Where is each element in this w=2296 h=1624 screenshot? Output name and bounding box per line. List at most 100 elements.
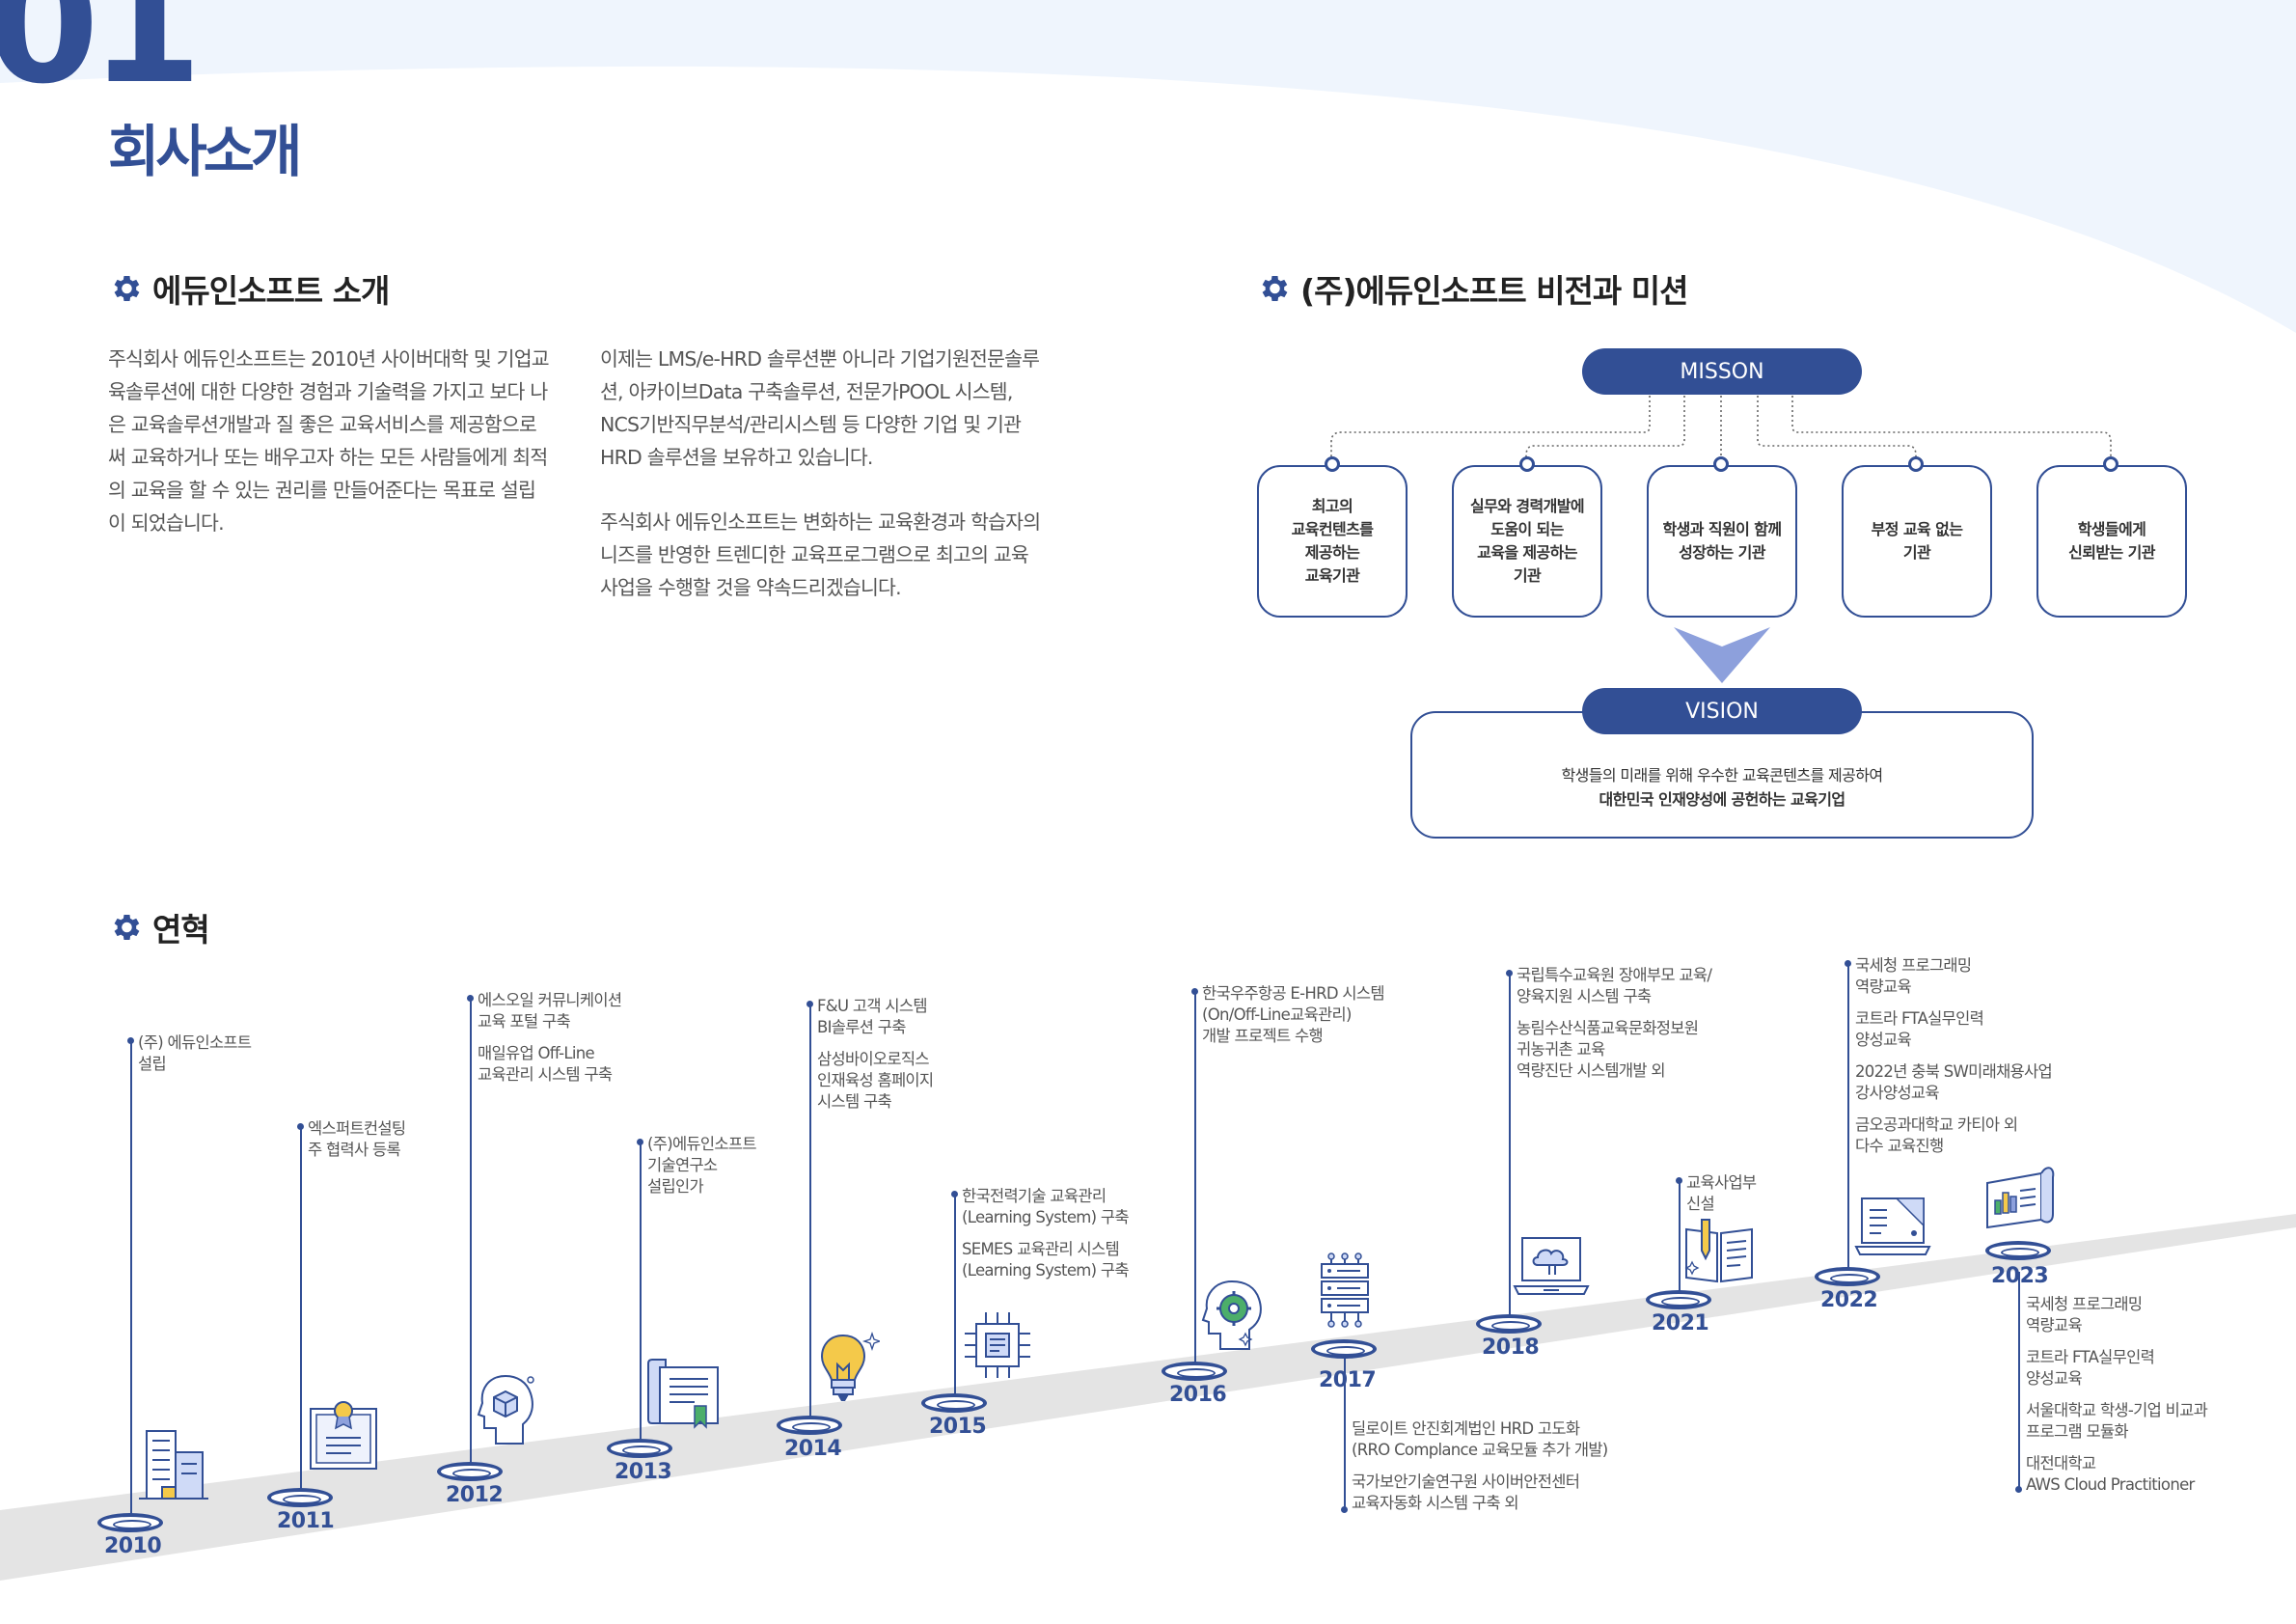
vision-label: VISION bbox=[1582, 688, 1862, 734]
document-ribbon-icon bbox=[646, 1356, 724, 1433]
mission-connector-dot bbox=[2103, 456, 2118, 472]
mission-item: 부정 교육 없는 기관 bbox=[1842, 465, 1992, 618]
mission-item: 학생과 직원이 함께 성장하는 기관 bbox=[1647, 465, 1797, 618]
timeline-marker bbox=[1985, 1241, 2051, 1260]
timeline-events-2021: 교육사업부 신설 bbox=[1686, 1172, 1757, 1225]
timeline-stem bbox=[1194, 991, 1196, 1367]
timeline-path bbox=[0, 1214, 2296, 1581]
event-text: 딜로이트 안진회계법인 HRD 고도화 (RRO Complance 교육모듈 … bbox=[1352, 1419, 1608, 1459]
timeline-marker bbox=[1476, 1314, 1542, 1334]
event-text: 금오공과대학교 카티아 외 다수 교육진행 bbox=[1855, 1115, 2018, 1155]
year-label: 2022 bbox=[1820, 1288, 1878, 1312]
timeline-marker bbox=[777, 1416, 842, 1435]
year-label: 2010 bbox=[104, 1534, 162, 1558]
event-text: 국립특수교육원 장애부모 교육/ 양육지원 시스템 구축 bbox=[1517, 966, 1712, 1005]
year-label: 2016 bbox=[1169, 1383, 1227, 1407]
timeline-events-2013: (주)에듀인소프트 기술연구소 설립인가 bbox=[647, 1134, 757, 1208]
chart-board-icon bbox=[1983, 1160, 2057, 1231]
year-label: 2018 bbox=[1482, 1335, 1540, 1360]
timeline-dot bbox=[1845, 960, 1851, 967]
gear-icon bbox=[1262, 275, 1288, 302]
timeline-stem bbox=[640, 1142, 642, 1450]
timeline-dot bbox=[127, 1037, 134, 1044]
event-text: 엑스퍼트컨설팅 주 협력사 등록 bbox=[308, 1119, 406, 1159]
timeline-events-2017: 딜로이트 안진회계법인 HRD 고도화 (RRO Complance 교육모듈 … bbox=[1352, 1418, 1608, 1525]
timeline-dot bbox=[806, 1001, 813, 1007]
timeline-events-2016: 한국우주항공 E-HRD 시스템 (On/Off-Line교육관리) 개발 프로… bbox=[1202, 983, 1385, 1058]
mission-item: 학생들에게 신뢰받는 기관 bbox=[2036, 465, 2187, 618]
timeline-stem bbox=[470, 998, 472, 1473]
event-text: 코트라 FTA실무인력 양성교육 bbox=[2026, 1348, 2155, 1388]
intro-paragraph-3: 주식회사 에듀인소프트는 변화하는 교육환경과 학습자의 니즈를 반영한 트렌디… bbox=[600, 510, 1041, 599]
timeline-marker bbox=[437, 1462, 503, 1481]
timeline-marker bbox=[607, 1439, 672, 1458]
page-title: 회사소개 bbox=[108, 119, 302, 184]
mission-connector-dot bbox=[1519, 456, 1535, 472]
timeline-stem bbox=[1679, 1180, 1681, 1302]
vision-heading: (주)에듀인소프트 비전과 미션 bbox=[1256, 265, 1688, 312]
timeline-dot bbox=[1341, 1506, 1348, 1513]
timeline-dot bbox=[467, 995, 474, 1002]
timeline-stem bbox=[1847, 963, 1849, 1278]
timeline-events-2010: (주) 에듀인소프트 설립 bbox=[138, 1032, 252, 1086]
event-text: 국세청 프로그래밍 역량교육 bbox=[1855, 956, 1972, 996]
intro-paragraph-2: 이제는 LMS/e-HRD 솔루션뿐 아니라 기업기원전문솔루션, 아카이브Da… bbox=[600, 347, 1040, 469]
head-gear-icon bbox=[1201, 1276, 1269, 1353]
vision-statement-line1: 학생들의 미래를 위해 우수한 교육콘텐츠를 제공하여 bbox=[1561, 766, 1883, 784]
intro-heading-text: 에듀인소프트 소개 bbox=[152, 272, 390, 310]
event-text: 삼성바이오로직스 인재육성 홈페이지 시스템 구축 bbox=[817, 1050, 934, 1111]
timeline-marker bbox=[1162, 1362, 1227, 1381]
year-label: 2013 bbox=[615, 1460, 672, 1484]
event-text: (주) 에듀인소프트 설립 bbox=[138, 1033, 252, 1073]
event-text: 국가보안기술연구원 사이버안전센터 교육자동화 시스템 구축 외 bbox=[1352, 1473, 1580, 1512]
event-text: 서울대학교 학생-기업 비교과 프로그램 모듈화 bbox=[2026, 1401, 2208, 1441]
intro-paragraph-1: 주식회사 에듀인소프트는 2010년 사이버대학 및 기업교육솔루션에 대한 다… bbox=[108, 347, 550, 535]
building-icon bbox=[137, 1423, 210, 1500]
timeline-stem bbox=[2018, 1272, 2020, 1490]
head-cube-icon bbox=[477, 1370, 534, 1447]
mission-label: MISSON bbox=[1582, 348, 1862, 395]
year-label: 2017 bbox=[1319, 1368, 1377, 1392]
laptop-icon bbox=[1854, 1193, 1931, 1260]
event-text: F&U 고객 시스템 BI솔루션 구축 bbox=[817, 997, 928, 1036]
timeline-stem bbox=[300, 1126, 302, 1499]
event-text: 한국전력기술 교육관리 (Learning System) 구축 bbox=[962, 1187, 1130, 1226]
gear-icon bbox=[114, 275, 140, 302]
timeline-dot bbox=[2015, 1486, 2022, 1493]
event-text: 에스오일 커뮤니케이션 교육 포털 구축 bbox=[478, 991, 622, 1031]
book-pen-icon bbox=[1682, 1216, 1756, 1285]
mission-connector-dot bbox=[1908, 456, 1924, 472]
event-text: (주)에듀인소프트 기술연구소 설립인가 bbox=[647, 1135, 757, 1196]
event-text: 매일유업 Off-Line 교육관리 시스템 구축 bbox=[478, 1044, 613, 1084]
mission-item: 실무와 경력개발에 도움이 되는 교육을 제공하는 기관 bbox=[1452, 465, 1602, 618]
year-label: 2021 bbox=[1652, 1311, 1709, 1335]
timeline-marker bbox=[267, 1488, 333, 1507]
lightbulb-icon bbox=[816, 1330, 880, 1407]
vision-statement-line2: 대한민국 인재양성에 공헌하는 교육기업 bbox=[1599, 790, 1846, 809]
event-text: 한국우주항공 E-HRD 시스템 (On/Off-Line교육관리) 개발 프로… bbox=[1202, 984, 1385, 1045]
intro-heading: 에듀인소프트 소개 bbox=[108, 265, 390, 312]
year-label: 2011 bbox=[277, 1509, 335, 1533]
gear-icon bbox=[114, 914, 140, 941]
down-arrow-icon bbox=[1674, 627, 1770, 683]
event-text: SEMES 교육관리 시스템 (Learning System) 구축 bbox=[962, 1240, 1130, 1280]
server-icon bbox=[1316, 1252, 1374, 1330]
page-number: 01 bbox=[0, 0, 203, 120]
timeline-marker bbox=[1311, 1339, 1377, 1359]
mission-connectors bbox=[1330, 396, 2112, 463]
mission-item: 최고의 교육컨텐츠를 제공하는 교육기관 bbox=[1257, 465, 1408, 618]
event-text: 농림수산식품교육문화정보원 귀농귀촌 교육 역량진단 시스템개발 외 bbox=[1517, 1019, 1699, 1080]
year-label: 2014 bbox=[784, 1437, 842, 1461]
timeline-stem bbox=[809, 1004, 811, 1426]
event-text: 2022년 충북 SW미래채용사업 강사양성교육 bbox=[1855, 1062, 2053, 1102]
event-text: 국세청 프로그래밍 역량교육 bbox=[2026, 1295, 2143, 1335]
history-heading: 연혁 bbox=[108, 904, 210, 950]
history-heading-text: 연혁 bbox=[152, 911, 210, 949]
timeline-dot bbox=[951, 1191, 958, 1197]
